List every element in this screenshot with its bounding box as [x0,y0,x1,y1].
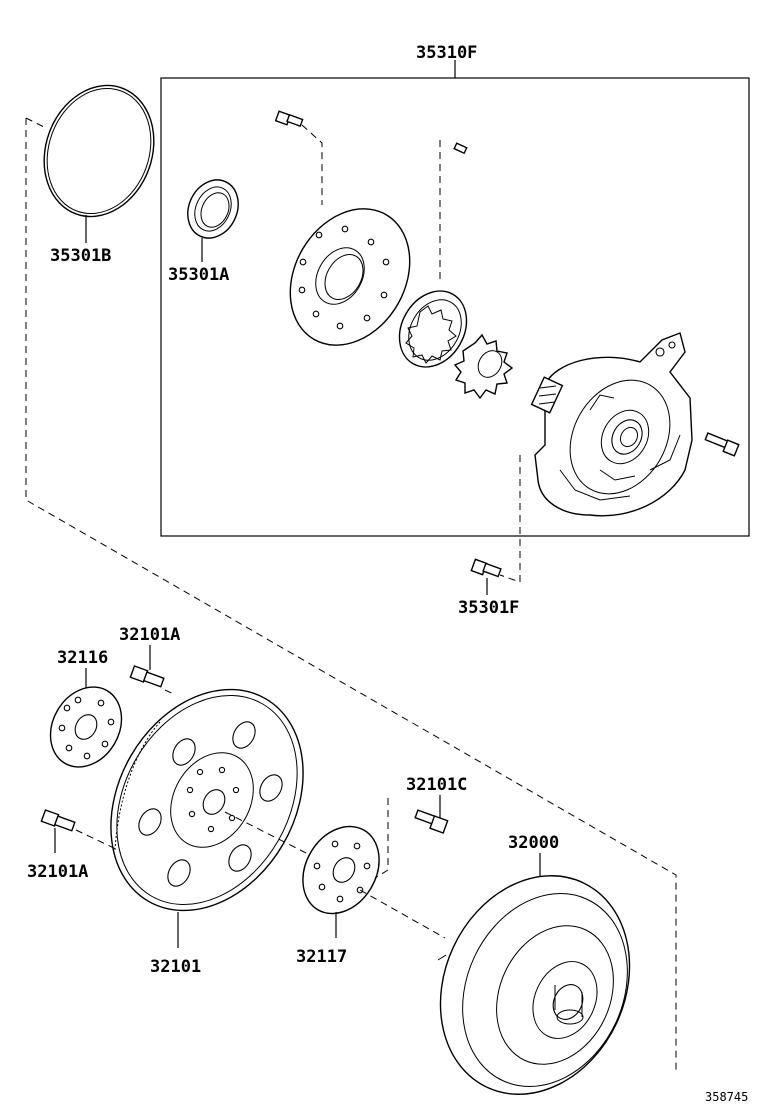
front-spacer-plate[interactable] [36,674,135,780]
pump-bolt-35301F[interactable] [470,558,502,578]
label-32101A-lower[interactable]: 32101A [27,862,88,882]
plate-center-dash [224,811,321,861]
o-ring-part[interactable] [26,70,171,232]
label-32117[interactable]: 32117 [296,947,347,967]
pump-body-bolt[interactable] [274,110,304,128]
bolt-a-upper-dash [164,689,177,696]
label-35301F[interactable]: 35301F [458,598,519,618]
converter-bolt[interactable] [414,809,449,834]
label-35301B[interactable]: 35301B [50,246,111,266]
label-32116[interactable]: 32116 [57,648,108,668]
pump-body[interactable] [530,332,693,517]
dowel-pin[interactable] [453,142,468,155]
driven-gear[interactable] [386,279,480,379]
label-32101C[interactable]: 32101C [406,775,467,795]
pump-bolt-dash [499,455,521,583]
pump-side-bolt[interactable] [704,432,740,457]
oil-seal-part[interactable] [179,172,248,247]
drive-plate-bolt-lower[interactable] [40,809,76,832]
label-35310F[interactable]: 35310F [416,43,477,63]
bolt-c-dash [374,798,389,879]
drive-plate[interactable] [72,655,341,946]
diagram-id: 358745 [705,1090,748,1104]
assembly-dashed-outline [25,118,677,1072]
bolt-a-lower-dash [75,829,119,851]
label-32000[interactable]: 32000 [508,833,559,853]
bolt-dash-line [301,124,323,205]
spacer-converter-dash [359,889,446,939]
drive-plate-bolt-upper[interactable] [129,665,165,688]
label-35301A[interactable]: 35301A [168,265,229,285]
drive-gear[interactable] [453,333,514,400]
torque-converter[interactable] [406,845,665,1112]
dash-ring-link [25,117,47,129]
label-32101[interactable]: 32101 [150,957,201,977]
pump-cover-plate[interactable] [266,187,433,367]
label-32101A-upper[interactable]: 32101A [119,625,180,645]
rear-spacer-plate[interactable] [288,813,395,928]
